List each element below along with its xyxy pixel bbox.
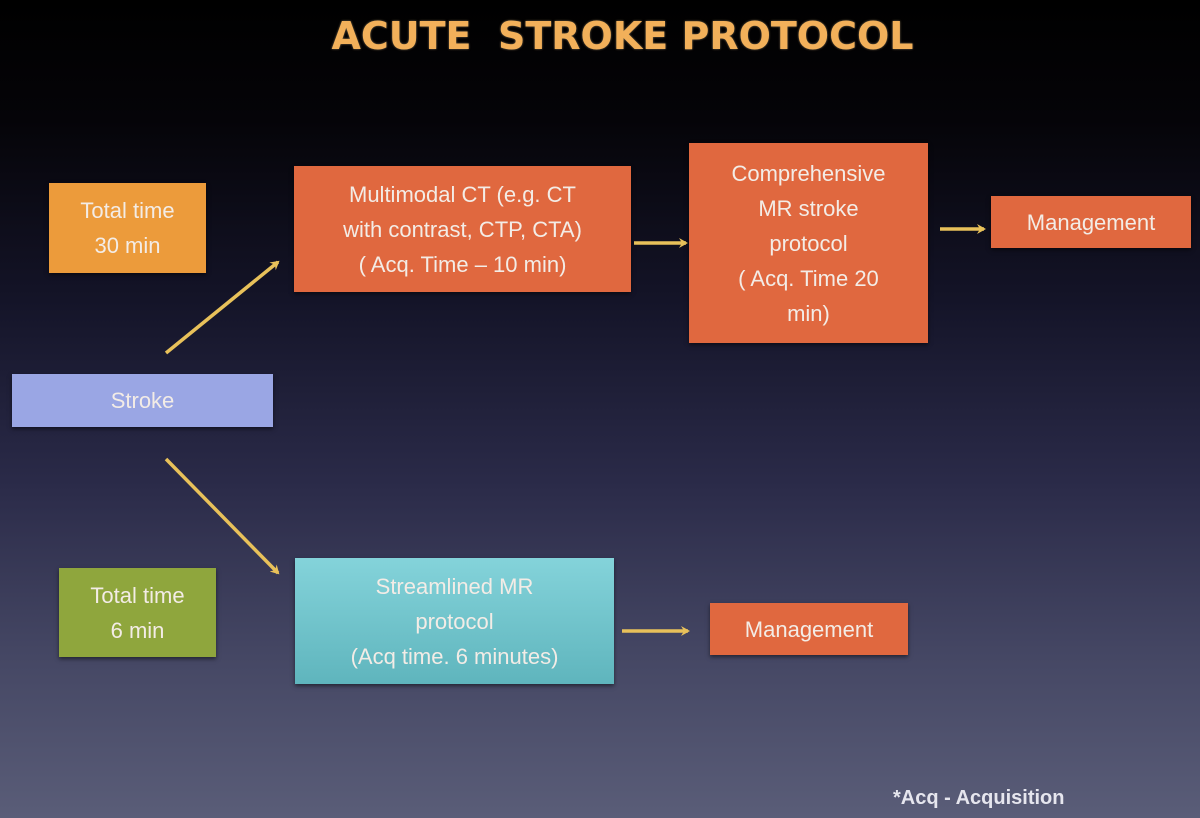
total-time-6-min-label: Total time 6 min <box>90 582 185 643</box>
management-bottom-box: Management <box>710 603 908 655</box>
total-time-6-min-box: Total time 6 min <box>59 568 216 657</box>
multimodal-ct-box: Multimodal CT (e.g. CT with contrast, CT… <box>294 166 631 292</box>
comprehensive-mr-label: Comprehensive MR stroke protocol ( Acq. … <box>731 160 886 326</box>
total-time-30-min-label: Total time 30 min <box>80 198 175 258</box>
management-top-label: Management <box>1026 209 1156 235</box>
total-time-30-min-box: Total time 30 min <box>49 183 206 273</box>
management-bottom-label: Management <box>744 616 874 642</box>
streamlined-mr-box: Streamlined MR protocol (Acq time. 6 min… <box>295 558 614 684</box>
multimodal-ct-label: Multimodal CT (e.g. CT with contrast, CT… <box>343 181 582 277</box>
management-top-box: Management <box>991 196 1191 248</box>
arrow-stroke-to-multimodal-ct <box>164 260 280 355</box>
footnote: *Acq - Acquisition <box>893 787 1065 809</box>
streamlined-mr-label: Streamlined MR protocol (Acq time. 6 min… <box>350 573 559 669</box>
stroke-label: Stroke <box>110 388 175 413</box>
arrow-stroke-to-streamlined-mr <box>164 457 280 575</box>
stroke-box: Stroke <box>12 374 273 427</box>
comprehensive-mr-box: Comprehensive MR stroke protocol ( Acq. … <box>689 143 928 343</box>
diagram-title: ACUTE STROKE PROTOCOL <box>331 14 914 58</box>
